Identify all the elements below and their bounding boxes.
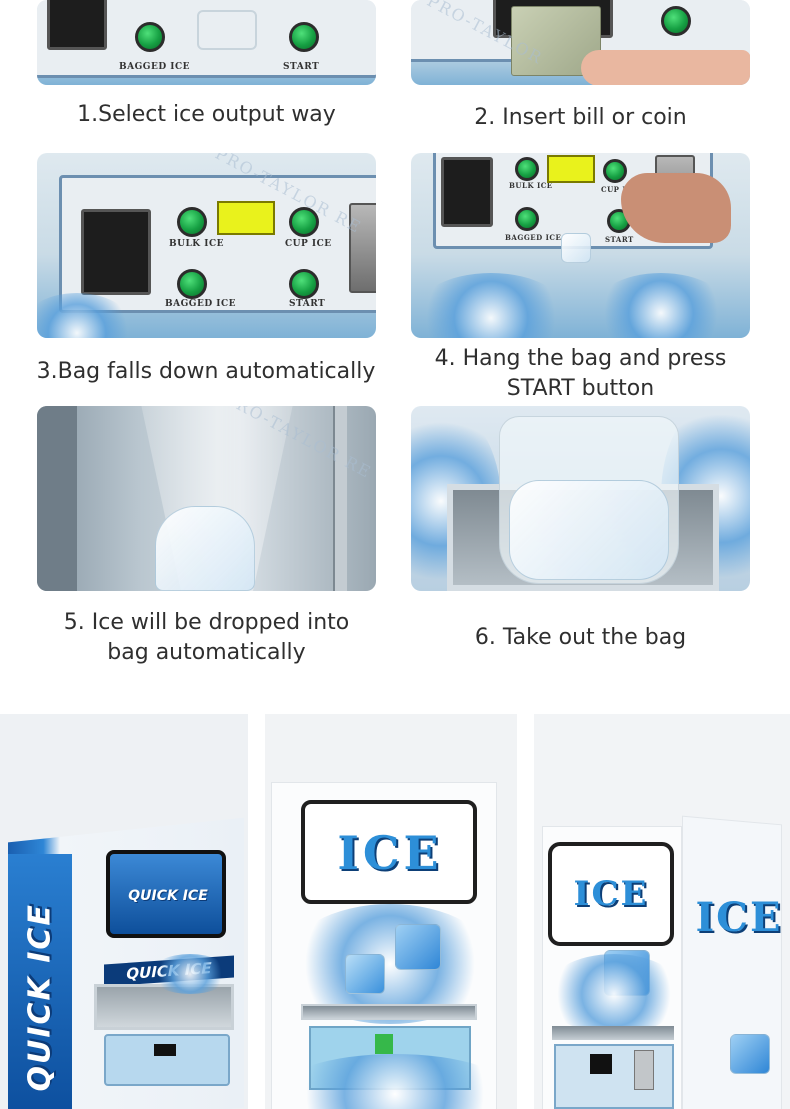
control-panel	[104, 1034, 230, 1086]
coin-slot	[634, 1050, 654, 1090]
machine-quick-ice-photo: QUICK ICE QUICK ICE QUICK ICE	[0, 714, 248, 1109]
water-splash	[591, 273, 731, 338]
ice-cube	[395, 924, 441, 970]
step6-photo	[411, 406, 750, 591]
sign-panel	[548, 842, 674, 946]
step5-caption-line1: 5. Ice will be dropped into	[63, 610, 350, 635]
step6-caption: 6. Take out the bag	[474, 625, 687, 650]
machine-ice-2-photo: ICE ICE	[534, 714, 790, 1109]
ice-cube	[561, 233, 591, 263]
cup-ice-button	[289, 207, 319, 237]
bagged-ice-button	[135, 22, 165, 52]
control-panel	[554, 1044, 674, 1109]
step2-caption: 2. Insert bill or coin	[474, 105, 687, 130]
step4-photo: BULK ICE CUP ICE BAGGED ICE START	[411, 153, 750, 338]
coin-slot	[349, 203, 376, 293]
bulk-ice-button	[515, 157, 539, 181]
bagged-ice-button	[515, 207, 539, 231]
sign-panel	[301, 800, 477, 904]
start-button	[289, 22, 319, 52]
bagged-ice-label: BAGGED ICE	[119, 62, 190, 72]
cup-ice-label: CUP ICE	[285, 239, 332, 249]
ice-cube	[730, 1034, 770, 1074]
ice-pile	[509, 480, 669, 580]
side-ice-text: ICE	[695, 894, 783, 941]
water-splash	[150, 954, 230, 994]
step5-caption: 5. Ice will be dropped into bag automati…	[37, 608, 376, 668]
machine-display	[154, 1044, 176, 1056]
ice-pile	[155, 506, 255, 591]
step1-caption: 1.Select ice output way	[77, 102, 336, 127]
step5-caption-line2: bag automatically	[107, 640, 306, 665]
water-splash	[411, 273, 571, 338]
hand-icon	[621, 173, 731, 243]
cup-ice-label: CUP ICE	[601, 185, 639, 194]
chamber-wall	[37, 406, 77, 591]
dispense-slot	[94, 984, 234, 1030]
bulk-ice-label: BULK ICE	[509, 181, 553, 190]
dispense-slot	[301, 1004, 477, 1020]
ice-sign-text: ICE	[573, 874, 649, 914]
step5-photo: PRO-TAYLOR RE	[37, 406, 376, 591]
bulk-ice-button	[177, 207, 207, 237]
screen	[106, 850, 226, 938]
start-label: START	[289, 299, 326, 309]
step3-photo: BULK ICE CUP ICE BAGGED ICE START PRO-TA…	[37, 153, 376, 338]
machine-ice-1-photo: ICE	[265, 714, 517, 1109]
step4-caption: 4. Hang the bag and press START button	[411, 344, 750, 404]
cup-ice-button	[603, 159, 627, 183]
bagged-ice-label: BAGGED ICE	[165, 299, 236, 309]
ice-sign-text: ICE	[337, 826, 443, 880]
lcd-display	[217, 201, 275, 235]
water-splash	[544, 954, 684, 1034]
machine-display	[375, 1034, 393, 1054]
side-logo: QUICK ICE	[22, 903, 58, 1092]
start-button	[661, 6, 691, 36]
bagged-ice-label: BAGGED ICE	[505, 233, 562, 242]
bulk-ice-label: BULK ICE	[169, 239, 224, 249]
bill-slot	[47, 0, 107, 50]
dispense-slot	[552, 1026, 674, 1040]
ice-cube	[345, 954, 385, 994]
step1-photo: BAGGED ICE START	[37, 0, 376, 85]
step4-caption-line2: START button	[506, 376, 655, 401]
bagged-ice-button	[177, 269, 207, 299]
step3-caption: 3.Bag falls down automatically	[36, 359, 376, 384]
bill-slot	[81, 209, 151, 295]
machine-display	[590, 1054, 612, 1074]
lcd-display	[547, 155, 595, 183]
nfc-icon	[197, 10, 257, 50]
side-panel	[8, 854, 72, 1109]
hand-icon	[581, 50, 750, 85]
step2-photo: PRO-TAYLOR	[411, 0, 750, 85]
chamber-rail	[333, 406, 347, 591]
start-button	[289, 269, 319, 299]
start-label: START	[605, 235, 634, 244]
step4-caption-line1: 4. Hang the bag and press	[434, 346, 727, 371]
start-label: START	[283, 62, 320, 72]
logo-top: QUICK ICE	[128, 888, 208, 904]
bill-slot	[441, 157, 493, 227]
